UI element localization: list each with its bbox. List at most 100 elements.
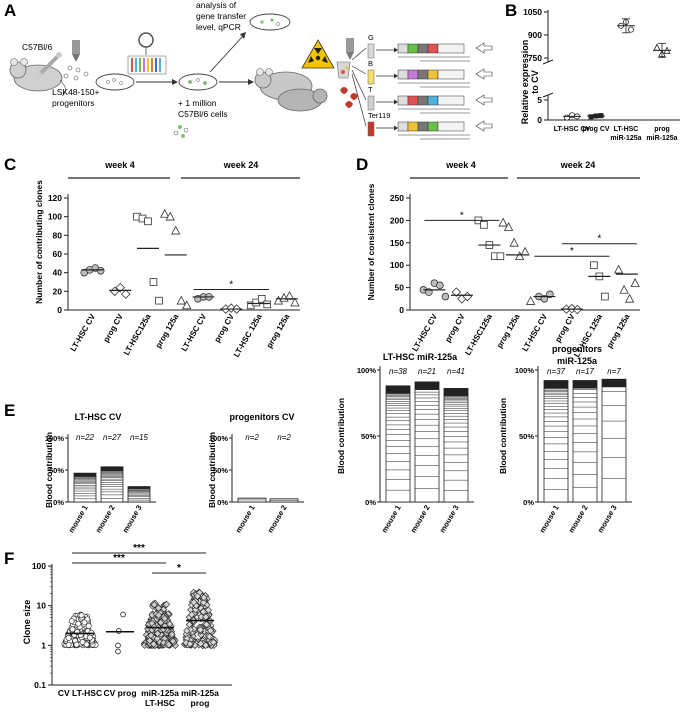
x-category-label: LT-HSC CV <box>520 312 549 353</box>
small-clones-cap <box>415 381 439 390</box>
arrow-left-icon <box>475 94 493 106</box>
transduced-dish-icon <box>178 73 218 91</box>
vector-segment <box>407 69 419 80</box>
y-tick-label: 120 <box>48 193 62 203</box>
data-point <box>193 592 202 600</box>
blood-syringe-icon <box>346 38 354 60</box>
y-tick-label: 0% <box>365 498 376 507</box>
panel-a-letter: A <box>4 1 16 20</box>
helper-cells-icon <box>173 125 189 138</box>
data-point <box>509 237 519 247</box>
x-category-label: LT-HSC 125a <box>232 312 264 359</box>
data-point <box>202 620 211 629</box>
data-point <box>197 640 205 648</box>
data-point <box>263 300 272 309</box>
mouse-label: mouse 2 <box>409 504 432 535</box>
x-category-label: prog <box>654 126 670 133</box>
data-point <box>199 598 208 607</box>
data-point <box>619 284 629 294</box>
group-title: LT-HSC CV <box>75 412 122 422</box>
data-point <box>171 225 181 235</box>
data-point <box>165 211 175 221</box>
panel-b-ylabel-1: Relative expression <box>520 40 530 125</box>
significance-star: * <box>460 210 464 221</box>
x-category-label: prog 125a <box>154 312 181 350</box>
panel-c-week4: week 4 <box>104 160 135 170</box>
y-tick-label: 100% <box>209 434 229 443</box>
group-title: progenitors CV <box>229 412 294 422</box>
y-tick-label: 0 <box>57 305 62 315</box>
analysis-dish-icon <box>249 13 291 31</box>
group-title: progenitors <box>552 344 602 354</box>
lineage-label: B <box>368 59 373 68</box>
y-tick-label: 0 <box>399 305 404 315</box>
data-point <box>115 642 121 649</box>
data-point <box>564 114 571 121</box>
data-point <box>451 287 462 297</box>
x-category-label: miR-125a <box>610 135 641 142</box>
data-point <box>153 635 161 643</box>
data-point <box>96 266 105 275</box>
lineage-label: T <box>368 85 373 94</box>
y-tick-label: 50% <box>519 432 534 441</box>
data-point <box>150 600 158 609</box>
vector-segment <box>437 95 465 106</box>
y-tick-label: 0% <box>53 498 64 507</box>
clone-count: n=7 <box>607 367 621 376</box>
vector-segment <box>437 121 465 132</box>
data-point <box>183 627 191 635</box>
data-point <box>115 282 126 293</box>
panel-d-week4: week 4 <box>445 160 476 170</box>
vector-segment <box>407 95 419 106</box>
x-category-label: miR-125a <box>181 688 219 698</box>
clone-count: n=38 <box>389 367 408 376</box>
data-point <box>157 618 165 627</box>
clone-bar <box>443 388 469 503</box>
data-point <box>160 208 170 218</box>
x-category-label-2: prog <box>191 698 210 708</box>
data-point <box>628 26 635 33</box>
data-point <box>165 641 173 649</box>
data-point <box>205 632 214 641</box>
vector-segment <box>417 121 429 132</box>
x-category-label: prog 125a <box>495 312 522 350</box>
x-category-label: prog 125a <box>605 312 632 350</box>
data-point <box>496 252 505 261</box>
radiation-icon <box>301 39 335 69</box>
data-point <box>161 614 169 623</box>
y-tick-label: 200 <box>390 215 404 225</box>
vector-segment <box>437 69 465 80</box>
data-point <box>83 641 90 648</box>
data-point <box>514 251 525 261</box>
clone-bar <box>572 380 598 503</box>
vector-segment <box>427 43 439 54</box>
x-category-label: LT-HSC <box>614 126 639 133</box>
fan-line <box>351 73 367 127</box>
x-category-label-2: LT-HSC <box>145 698 175 708</box>
small-clones-cap <box>101 466 123 472</box>
small-clones-cap <box>602 379 626 388</box>
vector-segment <box>407 121 419 132</box>
vector-segment <box>417 43 429 54</box>
y-tick-label: 100% <box>357 366 377 375</box>
panel-e-letter: E <box>4 401 15 420</box>
vector-segment <box>397 43 409 54</box>
vector-segment <box>417 95 429 106</box>
mouse-label: mouse 1 <box>538 504 561 535</box>
data-point <box>115 648 121 655</box>
y-tick-label: 100% <box>515 366 535 375</box>
donor-mouse-icon <box>9 58 66 97</box>
data-point <box>196 626 205 634</box>
arrow-line-up <box>209 35 244 73</box>
cells-label-1: LSK48-150+ <box>52 87 100 97</box>
sample-tube-icon <box>367 69 375 85</box>
recipient-mouse-icon <box>254 68 328 112</box>
data-point <box>480 221 488 229</box>
data-point <box>153 629 162 638</box>
